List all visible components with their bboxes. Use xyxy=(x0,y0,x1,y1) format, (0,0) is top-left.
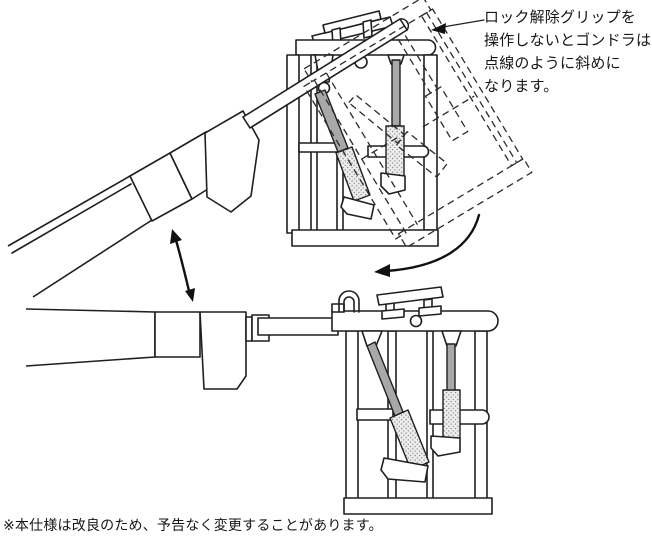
lower-right-cylinder xyxy=(430,330,462,457)
upper-gondola-base xyxy=(291,229,439,247)
upper-left-cylinder xyxy=(314,54,375,220)
lower-pivot-hole xyxy=(409,314,423,328)
upper-diagram xyxy=(7,0,533,298)
lower-boom-tip-section xyxy=(257,317,339,336)
boom-raise-lower-arrow xyxy=(170,229,195,302)
footnote-text: ※本仕様は改良のため、予告なく変更することがあります。 xyxy=(3,518,383,534)
lower-gondola-level xyxy=(331,286,499,515)
boom-knuckle xyxy=(204,110,260,213)
upper-gondola-tilted-dashed xyxy=(303,0,533,249)
lower-boom-outer-section xyxy=(25,308,156,367)
annotation-leader-arrow xyxy=(431,19,485,34)
tilt-rotation-arrow xyxy=(374,213,481,277)
lower-diagram xyxy=(25,286,499,515)
lock-release-grip xyxy=(331,290,360,313)
lower-boom xyxy=(25,308,339,390)
lower-mount-plate xyxy=(376,286,444,320)
lower-gondola-base xyxy=(343,497,493,515)
lower-left-cylinder xyxy=(361,330,430,483)
upper-right-cylinder xyxy=(380,54,406,195)
lower-boom-knuckle xyxy=(199,311,247,390)
boom-outer-section xyxy=(7,175,153,298)
annotation-text: ロック解除グリップを 操作しないとゴンドラは 点線のように斜めに なります。 xyxy=(484,8,652,95)
